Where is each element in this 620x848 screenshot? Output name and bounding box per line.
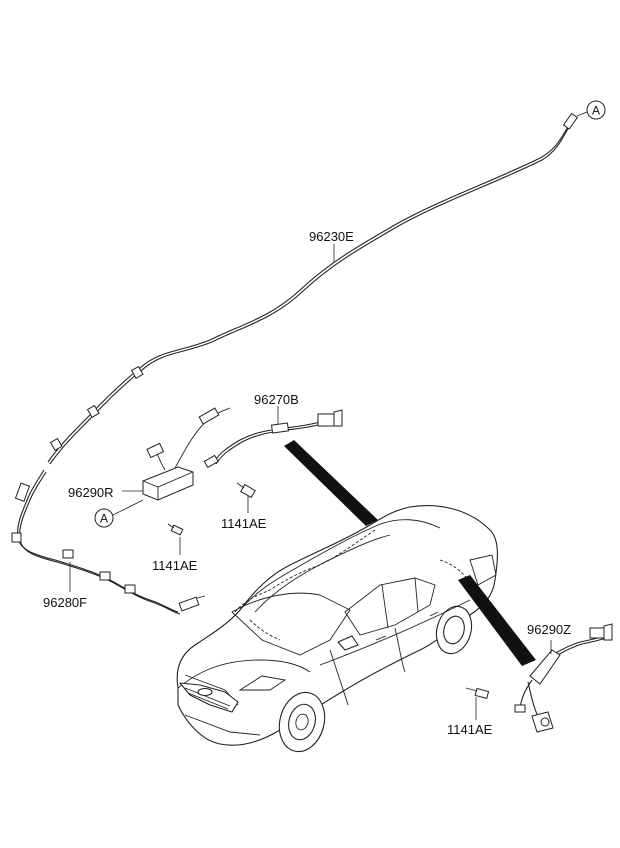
label-96230e: 96230E: [309, 229, 354, 244]
label-96290r: 96290R: [68, 485, 114, 500]
amp-96290r: [122, 407, 231, 501]
car-illustration: [176, 505, 498, 753]
extension-96270b: [203, 406, 343, 469]
bolt-1141ae-left: [167, 523, 184, 555]
bolt-1141ae-right: [465, 687, 490, 720]
label-1141ae-right: 1141AE: [447, 722, 493, 737]
label-96280f: 96280F: [43, 595, 87, 610]
label-96290z: 96290Z: [527, 622, 571, 637]
bolt-1141ae-middle: [236, 482, 256, 513]
label-1141ae-middle: 1141AE: [221, 516, 267, 531]
callout-bands: [284, 440, 536, 666]
amp-96290z: [514, 623, 613, 733]
label-1141ae-left: 1141AE: [152, 558, 198, 573]
ref-a-top-text: A: [592, 104, 600, 118]
ref-a-left-text: A: [100, 512, 108, 526]
front-cable-96280f: [11, 469, 206, 615]
ref-circle-a-top: A: [586, 100, 606, 120]
label-96270b: 96270B: [254, 392, 299, 407]
roof-cable-96230e: [47, 111, 588, 465]
ref-circle-a-left: A: [94, 499, 144, 528]
